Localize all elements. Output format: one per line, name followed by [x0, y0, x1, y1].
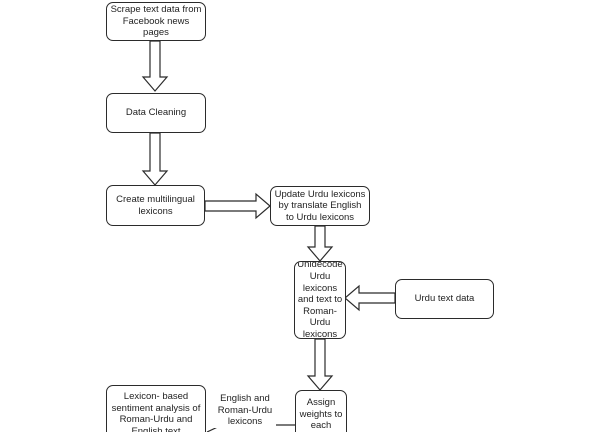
node-urdu-text-data-label: Urdu text data [414, 293, 475, 305]
node-lexicon-sentiment-analysis-label: Lexicon- based sentiment analysis of Rom… [111, 391, 201, 432]
node-unidecode-urdu-lexicons-label: Unidecode Urdu lexicons and text to Roma… [297, 261, 343, 339]
node-scrape-text-data-label: Scrape text data from Facebook news page… [110, 4, 202, 39]
node-data-cleaning: Data Cleaning [106, 93, 206, 133]
node-assign-weights-label: Assign weights to each lexicon on [299, 397, 343, 432]
arrow-update-to-unidecode [306, 225, 334, 262]
node-create-multilingual-lexicons: Create multilingual lexicons [106, 185, 205, 226]
node-scrape-text-data: Scrape text data from Facebook news page… [106, 2, 206, 41]
node-lexicon-sentiment-analysis: Lexicon- based sentiment analysis of Rom… [106, 385, 206, 432]
node-update-urdu-lexicons-label: Update Urdu lexicons by translate Englis… [274, 188, 366, 223]
node-update-urdu-lexicons: Update Urdu lexicons by translate Englis… [270, 186, 370, 226]
edge-label-english-roman-urdu-lexicons: English and Roman-Urdu lexicons [214, 393, 276, 428]
node-unidecode-urdu-lexicons: Unidecode Urdu lexicons and text to Roma… [294, 261, 346, 339]
arrow-urdu-text-to-unidecode [344, 284, 396, 312]
node-data-cleaning-label: Data Cleaning [125, 107, 187, 119]
arrow-cleaning-to-create-lexicons [141, 132, 169, 186]
arrow-unidecode-to-assign-weights [306, 338, 334, 391]
arrow-create-to-update-urdu [204, 192, 271, 220]
node-urdu-text-data: Urdu text data [395, 279, 494, 319]
node-assign-weights: Assign weights to each lexicon on [295, 390, 347, 432]
node-create-multilingual-lexicons-label: Create multilingual lexicons [116, 193, 195, 217]
arrow-scrape-to-cleaning [141, 40, 169, 92]
